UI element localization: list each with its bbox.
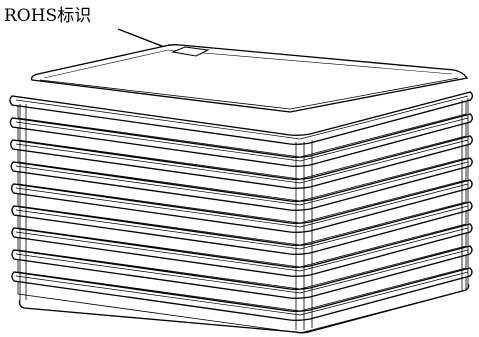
tray-rim-inner-line [15,117,469,162]
tray-rim-inner-line [15,271,469,316]
rohs-mark [171,46,210,57]
tray-rim [9,113,473,167]
lid-inner-edge-2 [43,49,453,79]
tray-rim-inner-line [15,95,469,140]
stack-edges [18,98,470,334]
tray-rim [10,157,473,211]
tray-rim-inner-line [15,205,469,250]
tray-rim [9,91,474,145]
tray-rim-inner-line [15,183,469,228]
lid-top-face [30,44,469,113]
tray-rim [10,179,473,233]
tray-rim-inner-line [15,161,469,206]
tray-layers [9,91,474,334]
tray-rim-inner-line [15,139,469,184]
tray-rim-inner-line [15,227,469,272]
rohs-mark-label: ROHS标识 [4,6,92,26]
tray-rim [10,135,473,189]
stack-bottom-outline [18,283,470,334]
lid-inner-edge [39,77,459,110]
tray-rim-inner-line [15,249,469,294]
